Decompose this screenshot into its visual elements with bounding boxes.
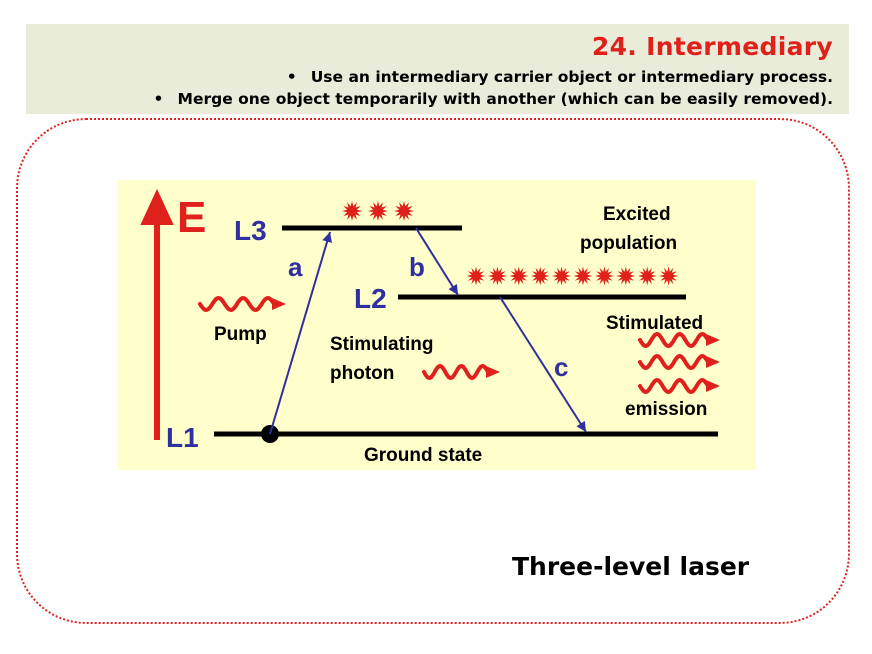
slide-header: 24. Intermediary •Use an intermediary ca… xyxy=(26,24,849,114)
level-l2-label: L2 xyxy=(354,283,387,314)
photon-waves xyxy=(198,295,720,395)
transition-c-label: c xyxy=(554,352,568,382)
starburst-icon xyxy=(594,266,614,286)
bullet-dot-icon: • xyxy=(286,68,297,86)
bullet-item: •Merge one object temporarily with anoth… xyxy=(153,90,833,108)
level-l1-label: L1 xyxy=(166,422,199,453)
level-l3-label: L3 xyxy=(234,215,267,246)
stimulating-label-line1: Stimulating xyxy=(330,334,433,355)
excited-label-line2: population xyxy=(580,233,677,254)
starburst-icon xyxy=(466,266,486,286)
excited-label-line1: Excited xyxy=(603,204,671,225)
transition-a-arrow xyxy=(269,231,332,435)
starburst-icon xyxy=(342,201,362,221)
bullet-list: •Use an intermediary carrier object or i… xyxy=(154,66,833,110)
slide-title: 24. Intermediary xyxy=(591,32,833,61)
photon-wave-icon xyxy=(638,353,720,371)
pump-label: Pump xyxy=(214,324,267,345)
transition-b-arrow xyxy=(415,227,459,296)
transition-a-label: a xyxy=(288,252,303,282)
l3-excited-stars xyxy=(342,201,414,221)
ground-state-label: Ground state xyxy=(364,445,482,466)
bullet-dot-icon: • xyxy=(153,90,164,108)
energy-axis-arrow xyxy=(140,188,174,440)
emission-label: emission xyxy=(625,399,707,420)
l2-excited-stars xyxy=(466,266,679,286)
stimulated-label: Stimulated xyxy=(606,313,703,334)
starburst-icon xyxy=(573,266,593,286)
photon-wave-icon xyxy=(638,331,720,349)
starburst-icon xyxy=(509,266,529,286)
starburst-icon xyxy=(659,266,679,286)
photon-wave-icon xyxy=(638,377,720,395)
slide-caption: Three-level laser xyxy=(512,552,750,581)
starburst-icon xyxy=(487,266,507,286)
starburst-icon xyxy=(530,266,550,286)
starburst-icon xyxy=(394,201,414,221)
starburst-icon xyxy=(616,266,636,286)
energy-axis-label: E xyxy=(177,193,206,242)
photon-wave-icon xyxy=(198,295,286,313)
starburst-icon xyxy=(637,266,657,286)
photon-wave-icon xyxy=(422,363,500,381)
transition-b-label: b xyxy=(409,252,425,282)
starburst-icon xyxy=(368,201,388,221)
transition-c-arrow xyxy=(499,296,587,433)
dotted-rounded-frame xyxy=(16,118,850,624)
stimulating-label-line2: photon xyxy=(330,363,394,384)
starburst-icon xyxy=(552,266,572,286)
bullet-item: •Use an intermediary carrier object or i… xyxy=(286,68,833,86)
